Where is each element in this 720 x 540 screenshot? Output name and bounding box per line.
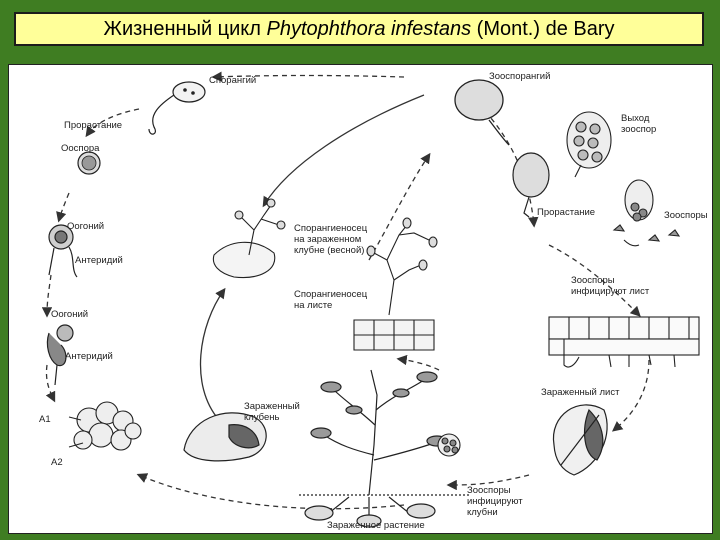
- oogonium-1-figure: [48, 224, 78, 278]
- title-prefix: Жизненный цикл: [103, 17, 261, 40]
- life-cycle-diagram: Спорангий Прорастание Ооспора Оогоний Ан…: [8, 64, 713, 534]
- oospore-figure: [77, 151, 101, 175]
- label-a1: А1: [39, 414, 51, 425]
- label-oospore: Ооспора: [61, 143, 100, 154]
- infected-leaf-figure: [552, 404, 608, 476]
- germination-right-figure: [512, 152, 550, 218]
- label-infected-tuber-1: Зараженный: [244, 401, 300, 412]
- label-zoospores-tubers-2: инфицируют: [467, 496, 523, 507]
- label-germination-left: Прорастание: [64, 120, 123, 131]
- label-sporangiophore-tuber-2: на зараженном: [294, 234, 362, 245]
- label-infected-leaf: Зараженный лист: [541, 387, 620, 398]
- label-germination-right: Прорастание: [537, 207, 596, 218]
- label-zoospores: Зооспоры: [664, 210, 708, 221]
- label-sporangiophore-leaf-1: Спорангиеносец: [294, 289, 368, 300]
- label-sporangiophore-tuber-3: клубне (весной): [294, 245, 365, 256]
- cycle-arrows: [41, 71, 650, 510]
- solid-arrows: [199, 94, 425, 421]
- label-a2: А2: [51, 457, 63, 468]
- label-zoospores-leaf-1: Зооспоры: [571, 275, 615, 286]
- title-suffix: (Mont.) de Bary: [476, 17, 615, 40]
- label-zoosporangium: Зооспорангий: [489, 71, 551, 82]
- label-zoospore-release-2: зооспор: [621, 124, 657, 135]
- label-antheridium-1: Антеридий: [75, 255, 123, 266]
- label-oogonium-1: Оогоний: [67, 221, 105, 232]
- sporangiophore-tuber-figure: [212, 198, 286, 279]
- label-antheridium-2: Антеридий: [65, 351, 113, 362]
- label-sporangiophore-leaf-2: на листе: [294, 300, 333, 311]
- label-zoospore-release-1: Выход: [621, 113, 650, 124]
- potato-plant-figure: [299, 369, 469, 528]
- slide-title: Жизненный цикл Phytophthora infestans (M…: [14, 12, 704, 46]
- sporangiophore-leaf-figure: [353, 217, 438, 351]
- label-sporangiophore-tuber-1: Спорангиеносец: [294, 223, 368, 234]
- label-zoospores-tubers-3: клубни: [467, 507, 498, 518]
- zoosporangium-figure: [454, 79, 510, 146]
- label-zoospores-leaf-2: инфицируют лист: [571, 286, 650, 297]
- life-cycle-drawing: [41, 71, 700, 528]
- label-oogonium-2: Оогоний: [51, 309, 89, 320]
- leaf-section-figure: [548, 316, 700, 368]
- zoospores-tubers-figure: [437, 433, 461, 457]
- title-species: Phytophthora infestans: [266, 17, 472, 40]
- zoospore-release-figure: [566, 111, 612, 178]
- a1-a2-cluster: [68, 401, 142, 451]
- oogonium-2-figure: [46, 324, 74, 386]
- sporangium-figure: [148, 81, 206, 135]
- infected-tuber-figure: [183, 412, 267, 462]
- label-infected-tuber-2: клубень: [244, 412, 280, 423]
- label-zoospores-tubers-1: Зооспоры: [467, 485, 511, 496]
- label-sporangium: Спорангий: [209, 75, 257, 86]
- zoospores-figure: [612, 179, 681, 247]
- label-infected-plant: Зараженное растение: [327, 520, 425, 531]
